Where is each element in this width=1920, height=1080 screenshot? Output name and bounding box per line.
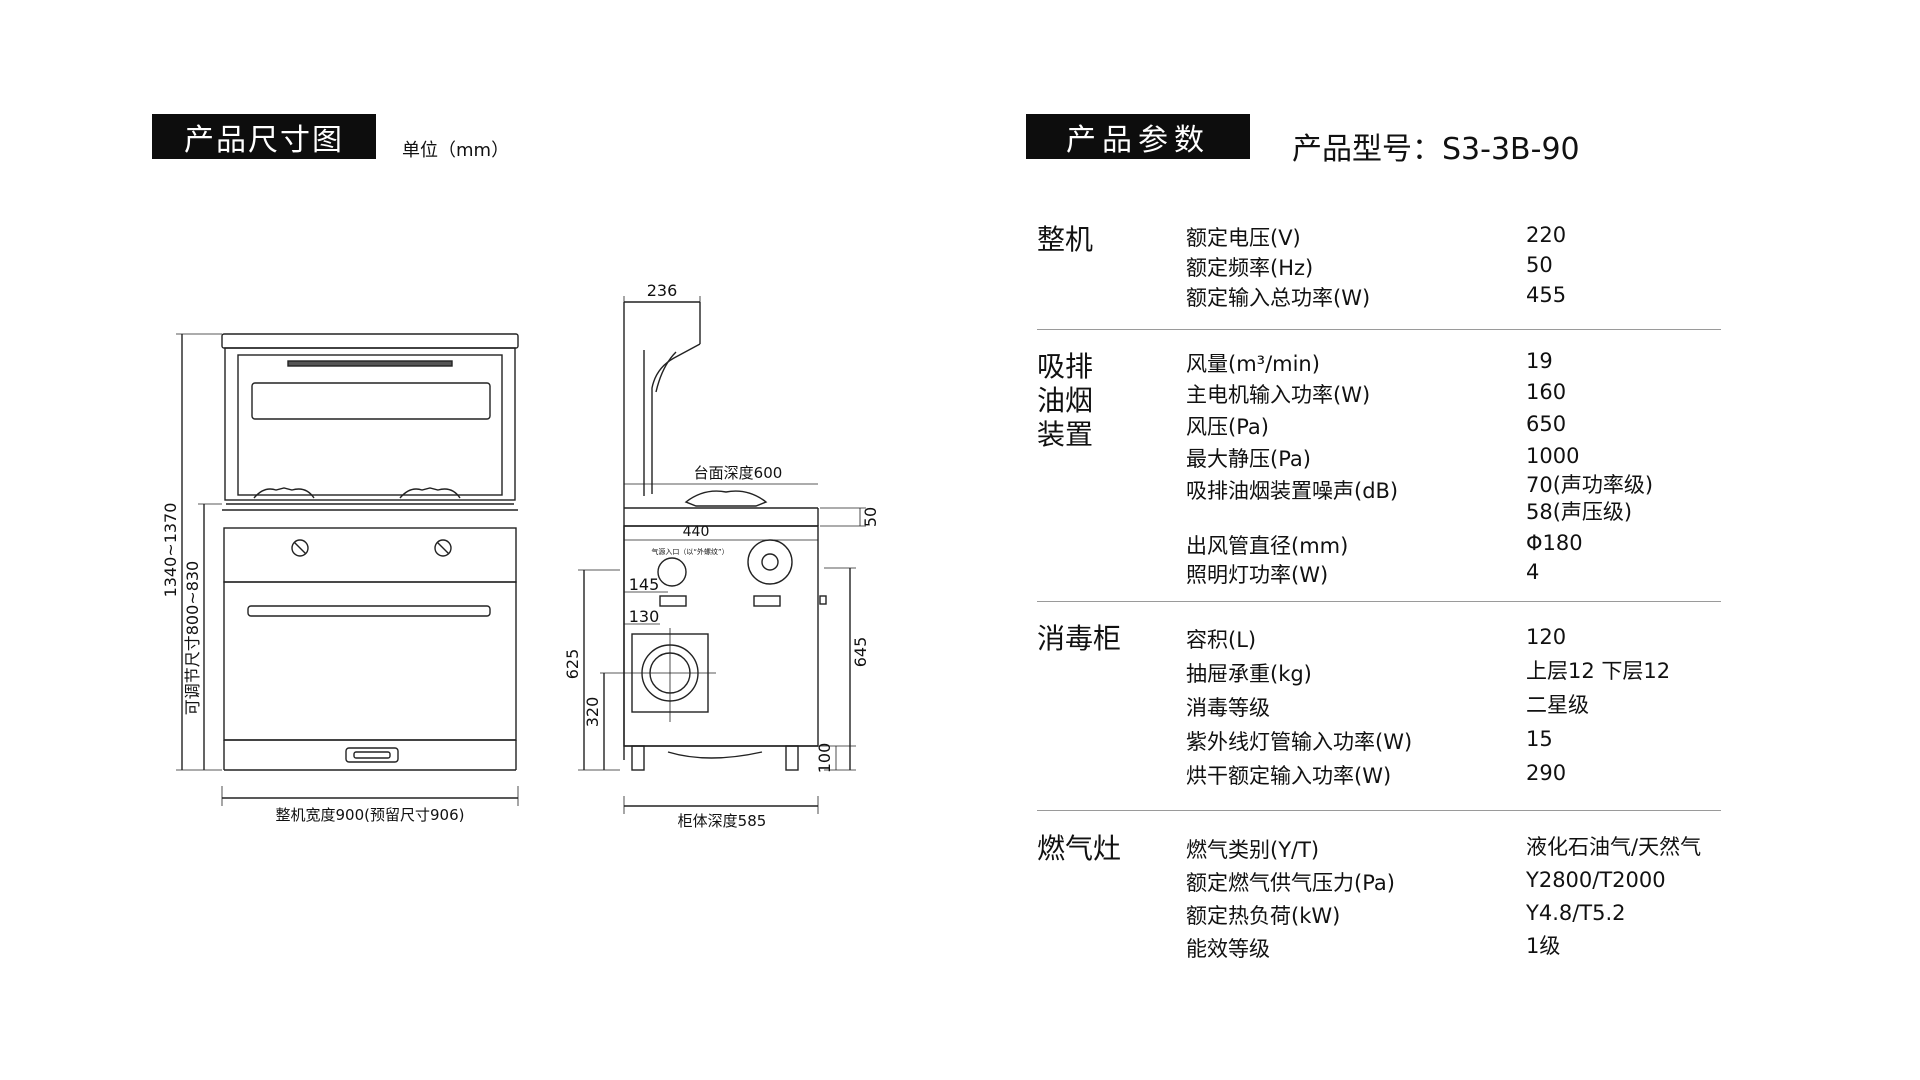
- row-value: 650: [1526, 412, 1567, 436]
- row-label: 额定热负荷(kW): [1186, 904, 1341, 928]
- gas-inlet-label: 气源入口（以“外螺纹”）: [651, 547, 728, 556]
- model-number: 产品型号：S3-3B-90: [1292, 132, 1580, 167]
- row-label: 烘干额定输入功率(W): [1186, 764, 1392, 788]
- row-label: 额定电压(V): [1186, 226, 1301, 250]
- row-value: 二星级: [1526, 693, 1589, 717]
- row-label: 风量(m³/min): [1186, 352, 1320, 376]
- row-label: 燃气类别(Y/T): [1186, 838, 1320, 862]
- dim-130: 130: [629, 607, 660, 626]
- row-value: 220: [1526, 223, 1567, 247]
- dim-cabinet-depth: 柜体深度585: [678, 812, 767, 830]
- row-value: Φ180: [1526, 531, 1583, 555]
- section-title-disinfection-cabinet: 消毒柜: [1037, 622, 1122, 655]
- row-value: 290: [1526, 761, 1567, 785]
- row-value: 120: [1526, 625, 1567, 649]
- dim-height-range: 1340~1370: [161, 503, 180, 598]
- dim-counter-depth: 台面深度600: [694, 464, 783, 482]
- row-value: 上层12 下层12: [1526, 659, 1671, 683]
- row-value: 4: [1526, 560, 1540, 584]
- row-value: 1000: [1526, 444, 1580, 468]
- section-title-range-hood: 吸排 油烟 装置: [1037, 350, 1094, 451]
- dim-645: 645: [851, 637, 870, 668]
- row-value: 1级: [1526, 934, 1561, 958]
- dim-100: 100: [815, 743, 834, 774]
- row-label: 主电机输入功率(W): [1186, 383, 1371, 407]
- section-divider: [1037, 810, 1721, 811]
- row-label: 最大静压(Pa): [1186, 447, 1311, 471]
- dim-top-depth: 236: [647, 281, 678, 300]
- dim-320: 320: [583, 697, 602, 728]
- parameters-header: 产品参数: [1026, 114, 1250, 159]
- dim-145: 145: [629, 575, 660, 594]
- unit-label: 单位（mm）: [402, 140, 510, 161]
- row-value: 15: [1526, 727, 1553, 751]
- dimension-drawing: 1340~1370 可调节尺寸800~830 整机宽度900(预留尺寸906) …: [161, 281, 880, 830]
- section-title-unit: 整机: [1037, 223, 1094, 256]
- row-value: 液化石油气/天然气: [1526, 835, 1702, 859]
- row-label: 紫外线灯管输入功率(W): [1186, 730, 1413, 754]
- row-label: 消毒等级: [1186, 696, 1270, 720]
- section-title-gas-stove: 燃气灶: [1037, 832, 1122, 865]
- row-value: 19: [1526, 349, 1553, 373]
- section-divider: [1037, 329, 1721, 330]
- row-value: 50: [1526, 253, 1553, 277]
- section-divider: [1037, 601, 1721, 602]
- dim-440: 440: [683, 524, 710, 540]
- dimensions-header: 产品尺寸图: [152, 114, 376, 159]
- dim-counter-thickness: 50: [861, 507, 880, 527]
- row-label: 额定频率(Hz): [1186, 256, 1314, 280]
- dim-adjustable-height: 可调节尺寸800~830: [183, 561, 202, 716]
- row-value: 160: [1526, 380, 1567, 404]
- row-value: Y2800/T2000: [1526, 868, 1666, 892]
- row-label: 照明灯功率(W): [1186, 563, 1329, 587]
- dim-total-width: 整机宽度900(预留尺寸906): [276, 806, 465, 824]
- row-label: 抽屉承重(kg): [1186, 662, 1312, 686]
- row-label: 容积(L): [1186, 628, 1257, 652]
- row-label: 吸排油烟装置噪声(dB): [1186, 479, 1399, 503]
- row-label: 风压(Pa): [1186, 415, 1269, 439]
- row-label: 能效等级: [1186, 937, 1270, 961]
- row-label: 额定输入总功率(W): [1186, 286, 1371, 310]
- row-label: 额定燃气供气压力(Pa): [1186, 871, 1395, 895]
- dim-625: 625: [563, 649, 582, 680]
- row-value: Y4.8/T5.2: [1526, 901, 1626, 925]
- row-value: 455: [1526, 283, 1567, 307]
- row-label: 出风管直径(mm): [1186, 534, 1349, 558]
- row-value: 70(声功率级) 58(声压级): [1526, 473, 1654, 524]
